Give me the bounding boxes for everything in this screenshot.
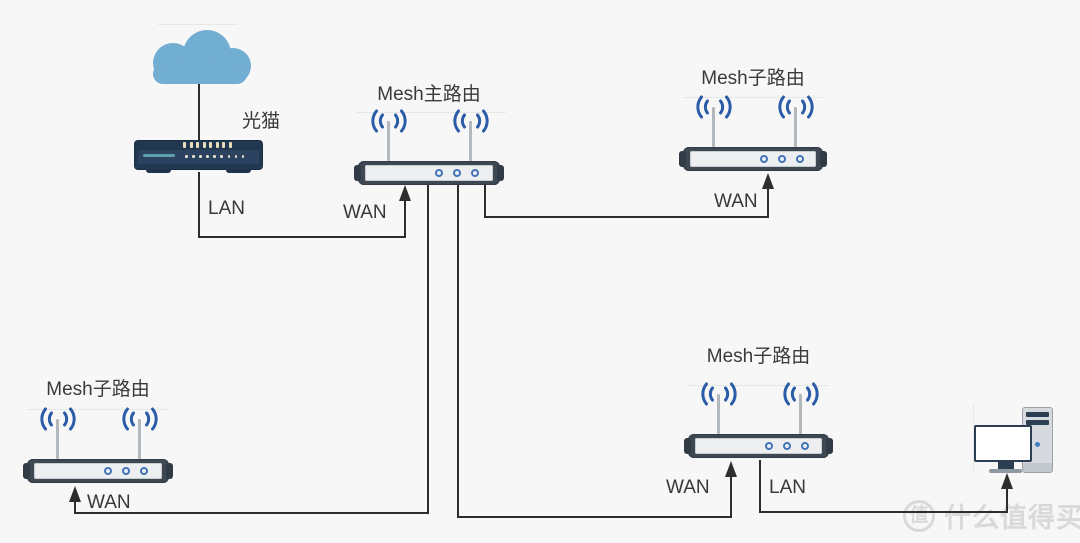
mesh-main-router xyxy=(354,109,504,185)
smzdm-logo-icon: 值 xyxy=(903,499,935,532)
router-end-cap xyxy=(679,151,686,167)
router-led xyxy=(435,169,443,177)
router-front-panel xyxy=(365,165,493,181)
arrowhead-bottom-left-wan xyxy=(69,486,81,502)
hairline xyxy=(356,112,506,113)
pc-drive-slot xyxy=(1026,420,1049,425)
arrowhead-bottom-right-wan xyxy=(725,461,737,477)
router-led xyxy=(783,442,791,450)
router-led xyxy=(122,467,130,475)
label-top-right-wan-port: WAN xyxy=(714,191,758,212)
hairline xyxy=(27,409,169,410)
label-sub-router-bottom-left: Mesh子路由 xyxy=(46,379,150,400)
wire-main-to-top-right xyxy=(484,184,769,218)
router-led xyxy=(765,442,773,450)
desktop-computer-icon xyxy=(974,407,1058,473)
smzdm-site-name: 什么值得买 xyxy=(944,503,1080,533)
router-end-cap xyxy=(166,463,173,479)
router-end-cap xyxy=(684,438,691,454)
wifi-signal-icon xyxy=(40,407,76,431)
hairline xyxy=(688,385,829,386)
router-led xyxy=(796,155,804,163)
wifi-signal-icon xyxy=(122,407,158,431)
router-end-cap xyxy=(354,165,361,181)
router-led xyxy=(760,155,768,163)
wifi-signal-icon xyxy=(453,109,489,133)
router-led xyxy=(453,169,461,177)
pc-tower-base xyxy=(1023,463,1052,472)
optical-modem xyxy=(134,140,263,173)
mesh-sub-router-bottom-left xyxy=(23,407,173,483)
router-end-cap xyxy=(820,151,827,167)
router-end-cap xyxy=(826,438,833,454)
antenna xyxy=(387,121,390,161)
router-end-cap xyxy=(497,165,504,181)
modem-foot xyxy=(146,169,171,173)
mesh-sub-router-top-right xyxy=(679,95,827,171)
antenna xyxy=(138,419,141,459)
hairline xyxy=(973,404,974,473)
modem-display-stripe xyxy=(143,154,175,157)
router-led xyxy=(104,467,112,475)
antenna xyxy=(717,394,720,434)
pc-drive-slot xyxy=(1026,412,1049,417)
mesh-sub-router-bottom-right xyxy=(684,382,833,458)
monitor-stand xyxy=(998,462,1014,469)
router-led xyxy=(778,155,786,163)
label-main-router: Mesh主路由 xyxy=(377,84,481,105)
wifi-signal-icon xyxy=(371,109,407,133)
label-main-router-wan-port: WAN xyxy=(343,202,387,223)
modem-ports xyxy=(183,142,232,148)
wire-modem-to-main-router xyxy=(198,172,406,238)
label-sub-router-bottom-right: Mesh子路由 xyxy=(706,346,811,367)
arrowhead-main-router-wan xyxy=(399,185,411,201)
antenna xyxy=(712,107,715,147)
label-modem: 光猫 xyxy=(242,111,281,132)
wire-bottom-right-to-pc xyxy=(759,460,1008,513)
pc-monitor xyxy=(974,425,1032,462)
antenna xyxy=(794,107,797,147)
wire-main-to-bottom-right xyxy=(457,184,732,518)
label-bottom-right-lan-port: LAN xyxy=(769,477,806,498)
pc-power-led xyxy=(1035,442,1040,447)
label-bottom-right-wan-port: WAN xyxy=(666,477,710,498)
hairline xyxy=(158,24,238,25)
wifi-signal-icon xyxy=(783,382,819,406)
label-modem-lan-port: LAN xyxy=(208,198,245,219)
router-led xyxy=(140,467,148,475)
smzdm-watermark: 值 什么值得买 xyxy=(903,496,1080,535)
wifi-signal-icon xyxy=(696,95,732,119)
antenna xyxy=(56,419,59,459)
hairline xyxy=(683,97,823,98)
antenna xyxy=(799,394,802,434)
router-end-cap xyxy=(23,463,30,479)
router-front-panel xyxy=(34,463,162,479)
wifi-signal-icon xyxy=(778,95,814,119)
modem-front-panel xyxy=(138,150,259,164)
wifi-signal-icon xyxy=(701,382,737,406)
arrowhead-top-right-wan xyxy=(762,173,774,189)
antenna xyxy=(469,121,472,161)
arrowhead-pc xyxy=(1001,473,1013,489)
label-bottom-left-wan-port: WAN xyxy=(87,492,131,513)
label-sub-router-top-right: Mesh子路由 xyxy=(701,68,805,89)
router-led xyxy=(471,169,479,177)
router-front-panel xyxy=(695,438,822,454)
wire-main-to-bottom-left xyxy=(74,184,429,514)
internet-cloud-icon xyxy=(153,30,251,84)
modem-foot xyxy=(226,169,251,173)
modem-led-dots xyxy=(185,155,245,158)
router-led xyxy=(801,442,809,450)
monitor-stand-base xyxy=(989,469,1022,473)
